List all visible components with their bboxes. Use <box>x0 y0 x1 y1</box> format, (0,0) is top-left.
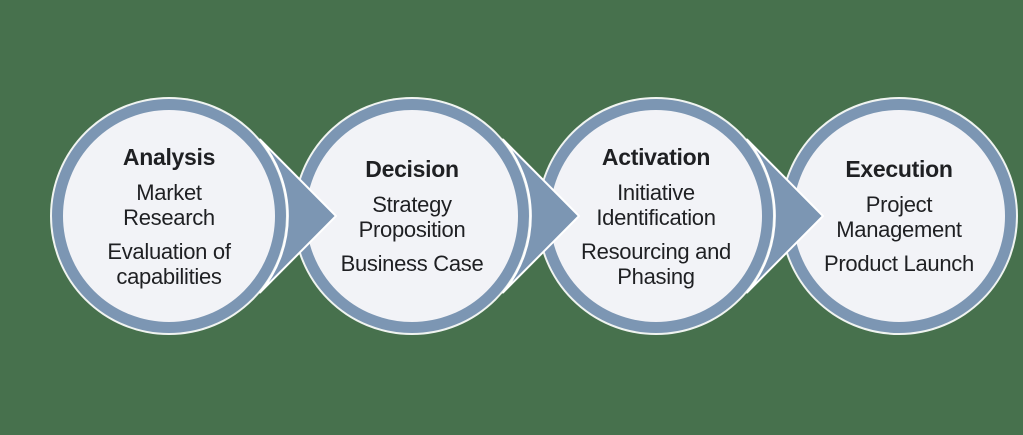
stage-item: Project Management <box>836 192 962 242</box>
stage-title: Decision <box>365 156 459 182</box>
stage-item: Strategy Proposition <box>358 192 466 242</box>
stage-item: Market Research <box>123 179 215 230</box>
stage-title: Activation <box>601 143 711 170</box>
stage-item: Evaluation of capabilities <box>107 238 231 289</box>
stage-circle-activation: Activation Initiative Identification Res… <box>539 99 773 333</box>
stage-item: Business Case <box>340 251 484 276</box>
stage-circle-decision: Decision Strategy Proposition Business C… <box>295 99 529 333</box>
stage-item: Resourcing and Phasing <box>581 238 731 289</box>
stage-circle-execution: Execution Project Management Product Lau… <box>782 99 1016 333</box>
stage-item: Product Launch <box>824 251 974 276</box>
stage-title: Execution <box>845 156 953 182</box>
stage-title: Analysis <box>122 143 216 170</box>
stage-item: Initiative Identification <box>596 179 716 230</box>
stage-circle-analysis: Analysis Market Research Evaluation of c… <box>52 99 286 333</box>
